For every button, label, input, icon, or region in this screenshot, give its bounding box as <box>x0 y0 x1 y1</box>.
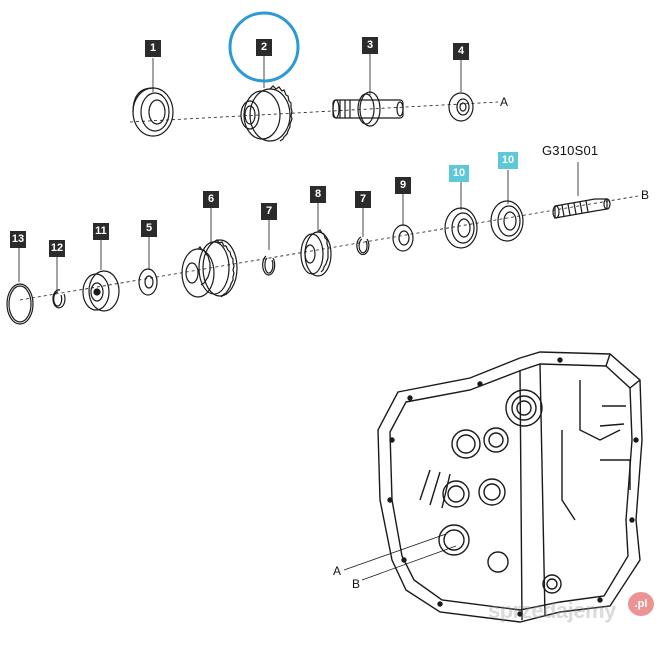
part-code-label: G310S01 <box>542 143 599 158</box>
callout-7b[interactable]: 7 <box>355 191 371 208</box>
highlight-circle <box>228 11 300 83</box>
bearing-part-10b <box>490 200 524 242</box>
bearing-part-10a <box>444 207 478 249</box>
callout-9[interactable]: 9 <box>395 177 411 194</box>
bearing-part-1 <box>132 87 174 137</box>
washer-part-5 <box>138 268 158 296</box>
housing-label-a: A <box>333 564 342 578</box>
axis-label-b: B <box>641 188 650 202</box>
callout-7a[interactable]: 7 <box>261 203 277 220</box>
double-gear-part-6 <box>181 239 238 298</box>
watermark-logo: .pl <box>628 592 654 616</box>
housing-label-b: B <box>352 577 361 591</box>
callout-4[interactable]: 4 <box>453 43 469 60</box>
gear-part-8 <box>300 229 332 277</box>
callout-11[interactable]: 11 <box>93 223 109 240</box>
callout-6[interactable]: 6 <box>203 191 219 208</box>
callout-10a[interactable]: 10 <box>449 165 469 182</box>
callout-8[interactable]: 8 <box>310 186 326 203</box>
callout-1[interactable]: 1 <box>145 40 161 57</box>
callout-2[interactable]: 2 <box>256 39 272 56</box>
callout-3[interactable]: 3 <box>362 37 378 54</box>
snap-ring-part-7b <box>356 236 370 256</box>
washer-part-4 <box>448 92 474 122</box>
gearbox-housing <box>377 351 643 623</box>
bearing-part-11 <box>82 270 120 312</box>
watermark-text: sprzedajemy <box>488 598 616 623</box>
shaft-g310s01 <box>552 198 611 219</box>
washer-part-9 <box>392 224 414 252</box>
axis-label-a: A <box>500 95 509 109</box>
snap-ring-part-7a <box>262 255 276 276</box>
circlip-part-12 <box>52 289 66 309</box>
shaft-part-3 <box>332 91 404 127</box>
axis-a-line <box>129 101 499 123</box>
callout-13[interactable]: 13 <box>10 231 26 248</box>
oring-part-13 <box>6 283 34 325</box>
callout-12[interactable]: 12 <box>49 240 65 257</box>
callout-5[interactable]: 5 <box>141 220 157 237</box>
gear-part-2 <box>240 85 293 142</box>
callout-10b[interactable]: 10 <box>498 152 518 169</box>
axis-b-line <box>19 195 639 301</box>
